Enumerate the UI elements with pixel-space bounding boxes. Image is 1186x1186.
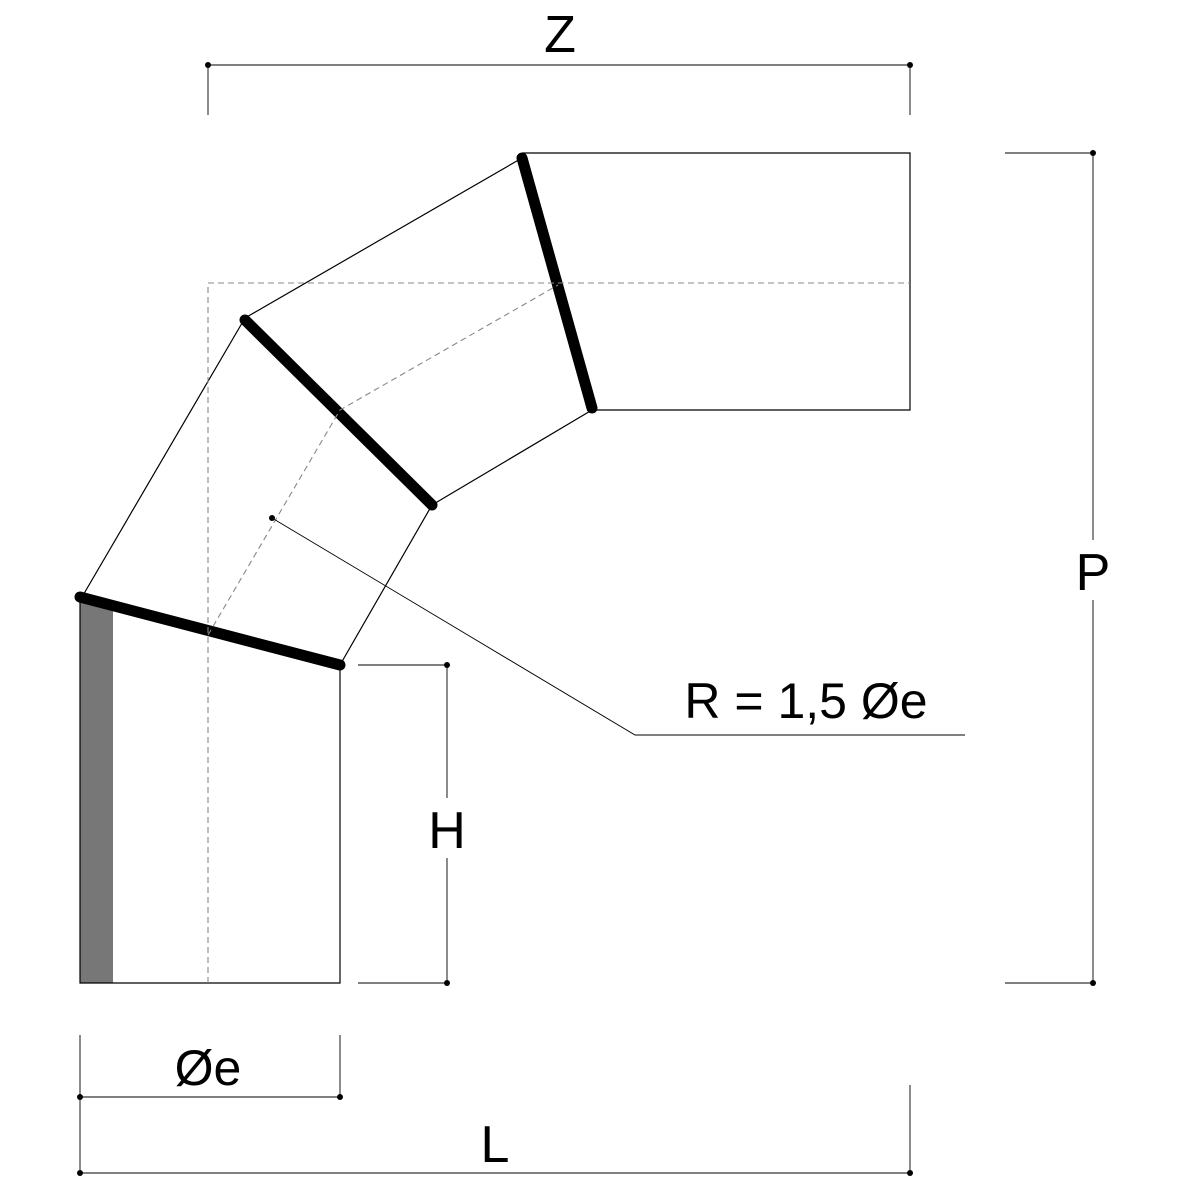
elbow-centerline bbox=[207, 284, 559, 636]
top-segment bbox=[522, 152, 911, 411]
radius-label: R = 1,5 Øe bbox=[684, 673, 927, 729]
weld-seam-1 bbox=[516, 152, 598, 414]
dimension-p-label: P bbox=[1076, 544, 1111, 602]
dimension-h-label: H bbox=[428, 802, 466, 860]
centerlines bbox=[207, 282, 910, 983]
dimension-h: H bbox=[358, 662, 474, 986]
segment-3-right bbox=[339, 504, 433, 666]
dimension-diameter-label: Øe bbox=[175, 1040, 242, 1096]
axis-centerline bbox=[207, 282, 910, 983]
weld-seam-2 bbox=[239, 314, 438, 511]
dimension-z-label: Z bbox=[544, 6, 576, 64]
segment-3-left bbox=[81, 317, 246, 598]
dimension-l: L bbox=[77, 1085, 913, 1176]
radius-annotation: R = 1,5 Øe bbox=[269, 515, 965, 736]
dimension-p: P bbox=[1005, 150, 1120, 986]
segment-2-top bbox=[244, 157, 523, 319]
dimension-diameter: Øe bbox=[77, 1035, 343, 1100]
pipe-elbow bbox=[74, 152, 911, 984]
dimension-l-label: L bbox=[481, 1116, 510, 1174]
dimension-z: Z bbox=[205, 6, 913, 115]
segment-2-bottom bbox=[431, 409, 593, 506]
gray-band bbox=[80, 603, 113, 983]
bottom-segment bbox=[79, 597, 341, 984]
